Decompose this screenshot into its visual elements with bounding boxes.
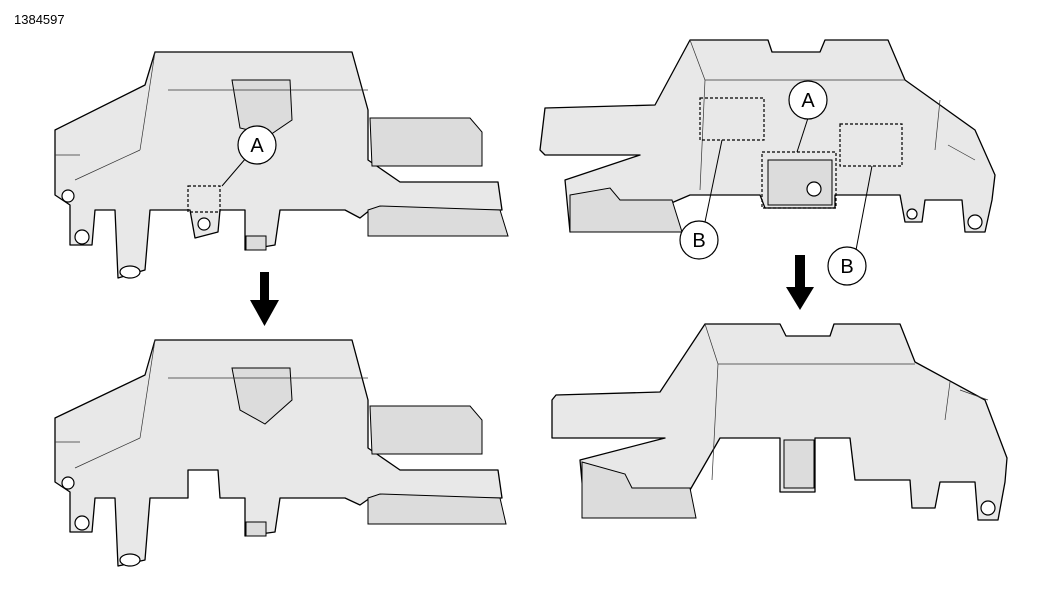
callout-a-top-right: A [788,80,828,120]
callout-label: B [692,230,705,252]
callout-a-top-left: A [237,125,277,165]
callout-label: B [840,256,853,278]
bracket-bottom-right [551,323,1008,521]
callout-label: A [801,90,815,112]
bracket-top-left [54,51,509,279]
callout-b-left: B [679,220,719,260]
bracket-top-right [539,39,996,251]
figure-id: 1384597 [14,12,65,27]
down-arrow-icon [250,272,279,326]
bracket-bottom-left [54,339,507,567]
callout-label: A [250,135,264,157]
callout-b-right: B [827,246,867,286]
down-arrow-icon [786,255,814,310]
